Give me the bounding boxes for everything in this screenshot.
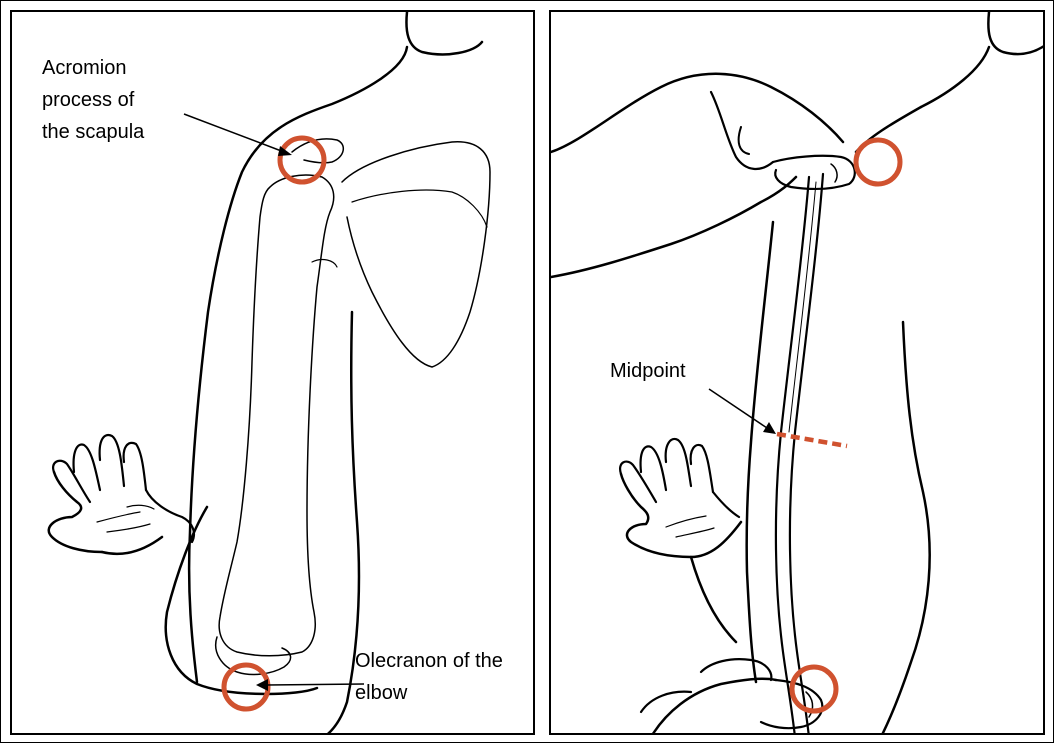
olecranon-label: Olecranon of the elbow <box>355 645 535 709</box>
midpoint-arrow-head <box>763 422 776 434</box>
midpoint-arrow <box>709 389 767 428</box>
midpoint-dash-line <box>777 434 847 446</box>
right-panel: Midpoint <box>549 10 1045 735</box>
acromion-marker-circle-right <box>856 140 900 184</box>
olecranon-arrow <box>267 684 364 685</box>
acromion-marker-circle <box>280 138 324 182</box>
olecranon-arrow-head <box>256 679 268 691</box>
olecranon-marker-circle-right <box>792 667 836 711</box>
left-panel: Acromion process of the scapula Olecrano… <box>10 10 535 735</box>
midpoint-label: Midpoint <box>610 355 720 387</box>
acromion-label: Acromion process of the scapula <box>42 52 202 148</box>
